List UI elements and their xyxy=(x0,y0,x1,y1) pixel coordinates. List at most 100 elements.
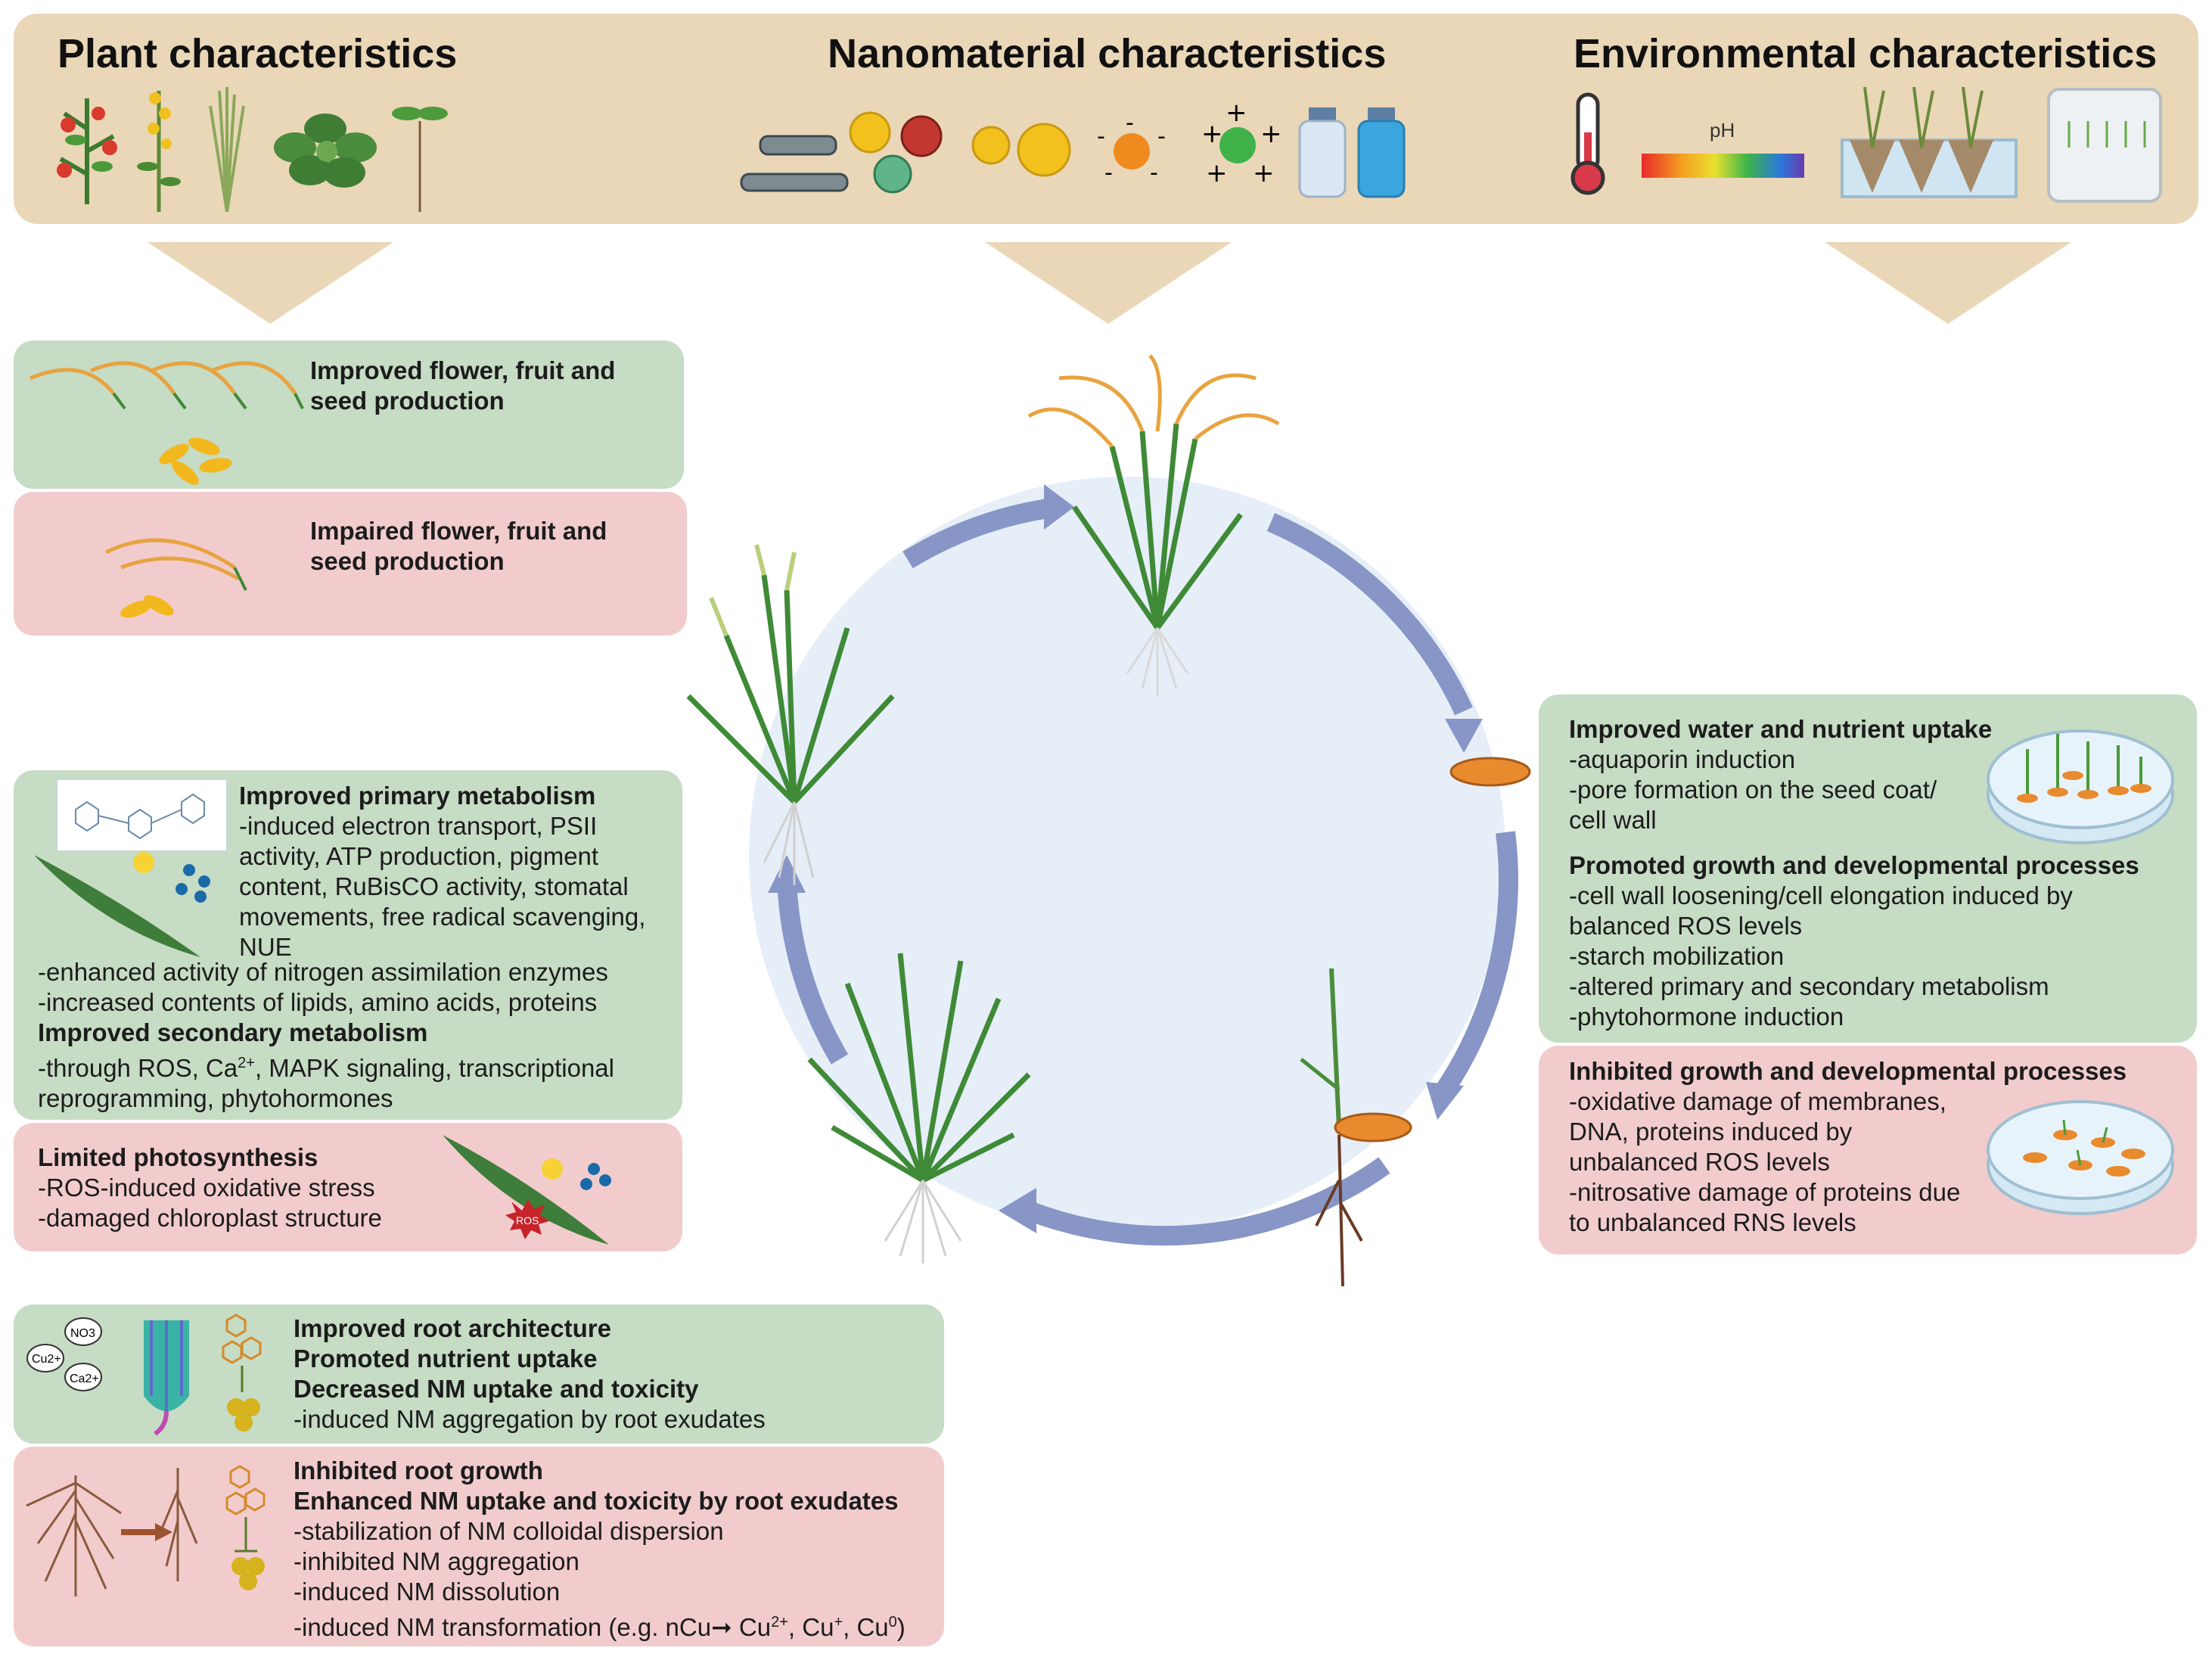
promoted-growth-line: -starch mobilization xyxy=(1569,942,1785,970)
damaged-leaf-icon: ROS xyxy=(443,1135,611,1245)
thermometer-icon xyxy=(1570,92,1605,195)
water-uptake-title: Improved water and nutrient uptake xyxy=(1569,715,1993,743)
tomato-plant-icon xyxy=(57,98,117,204)
root-architecture-title: Improved root architecture xyxy=(294,1314,611,1342)
healthy-roots-icon xyxy=(26,1475,122,1596)
primary-metabolism-line: NUE xyxy=(239,933,292,961)
inhibited-roots-icon xyxy=(157,1468,198,1581)
characteristics-banner xyxy=(14,14,2198,224)
svg-text:-: - xyxy=(1150,160,1158,186)
root-inhibited-panel xyxy=(14,1447,944,1646)
sun-icon xyxy=(542,1158,563,1180)
ph-label: pH xyxy=(1710,119,1735,141)
primary-metabolism-line: content, RuBisCO activity, stomatal xyxy=(239,872,629,900)
inhibited-root-title: Inhibited root growth xyxy=(294,1456,543,1484)
photosynthesis-title: Limited photosynthesis xyxy=(38,1143,318,1171)
svg-text:ROS: ROS xyxy=(516,1214,539,1226)
rosette-plant-icon xyxy=(274,113,377,188)
nutrient-uptake-title: Promoted nutrient uptake xyxy=(294,1345,598,1373)
svg-text:NO3: NO3 xyxy=(70,1327,95,1340)
potted-plants-icon xyxy=(1841,86,2018,198)
tillering-rice-plant-icon xyxy=(807,953,1031,1264)
svg-text:-: - xyxy=(1126,110,1134,136)
improved-flower-title: Improved flower, fruit and seed producti… xyxy=(310,356,616,415)
arrow-head-right xyxy=(1445,719,1483,753)
seedling-icon xyxy=(392,107,448,212)
secondary-metabolism-line: reprogramming, phytohormones xyxy=(38,1084,393,1112)
promoted-growth-title: Promoted growth and developmental proces… xyxy=(1569,851,2139,879)
life-cycle-diagram xyxy=(749,477,1518,1246)
svg-text:Cu2+: Cu2+ xyxy=(32,1353,61,1366)
environmental-characteristics-title: Environmental characteristics xyxy=(1574,31,2158,76)
promoted-growth-line: -cell wall loosening/cell elongation ind… xyxy=(1569,881,2073,909)
promoted-growth-line: balanced ROS levels xyxy=(1569,912,1803,940)
svg-text:+: + xyxy=(1226,98,1247,128)
inhibited-growth-line: to unbalanced RNS levels xyxy=(1569,1208,1856,1236)
primary-metabolism-line: -induced electron transport, PSII xyxy=(239,812,598,840)
nanomaterial-icons: - - - - - + + + + + xyxy=(740,98,1406,198)
svg-text:-: - xyxy=(1097,123,1105,150)
chemical-structures-icon xyxy=(56,779,228,852)
inhibited-growth-line: unbalanced ROS levels xyxy=(1569,1148,1830,1176)
germinating-seedling-icon xyxy=(1300,968,1412,1287)
impaired-flower-title: Impaired flower, fruit and seed producti… xyxy=(310,517,607,575)
svg-text:-: - xyxy=(1157,123,1166,150)
nanomaterial-characteristics-title: Nanomaterial characteristics xyxy=(828,31,1387,76)
primary-metabolism-line: activity, ATP production, pigment xyxy=(239,842,599,870)
promoted-growth-line: -phytohormone induction xyxy=(1569,1003,1844,1031)
root-comparison-icon xyxy=(26,1465,266,1596)
improved-flower-panel xyxy=(14,340,684,489)
arrow-head-top xyxy=(1044,484,1074,530)
bottle-icon xyxy=(1298,107,1347,198)
leaf-icon xyxy=(34,855,200,957)
leaf-chemistry-icon xyxy=(34,779,228,957)
carbon-nanotube-icon xyxy=(740,135,849,192)
inhibited-growth-line: DNA, proteins induced by xyxy=(1569,1118,1853,1146)
plant-characteristics-title: Plant characteristics xyxy=(57,31,458,76)
plant-icons xyxy=(57,87,448,213)
ph-scale-icon xyxy=(1642,154,1804,178)
svg-text:+: + xyxy=(1260,119,1282,149)
svg-text:-: - xyxy=(1104,160,1113,186)
promoted-growth-line: -altered primary and secondary metabolis… xyxy=(1569,972,2049,1000)
environment-down-arrow xyxy=(1825,242,2071,324)
drooping-panicle-icon xyxy=(104,538,247,618)
root-improved-line: -induced NM aggregation by root exudates xyxy=(294,1405,766,1433)
negative-charge-nanoparticle-icon: - - - - - xyxy=(1097,110,1166,186)
inhibited-growth-line: -nitrosative damage of proteins due xyxy=(1569,1178,1961,1206)
nitrogen-assimilation-line: -enhanced activity of nitrogen assimilat… xyxy=(38,958,608,986)
nm-transformation-line: -induced NM transformation (e.g. nCu➞ Cu… xyxy=(294,1613,906,1641)
ros-burst-icon xyxy=(505,1199,549,1239)
arrow-head-lower-right xyxy=(1426,1082,1464,1120)
svg-text:+: + xyxy=(1253,158,1275,188)
root-inhibited-line: -inhibited NM aggregation xyxy=(294,1547,579,1575)
small-nanoparticle-icon xyxy=(971,126,1011,165)
seedling-tray-icon xyxy=(2047,88,2162,203)
rice-seed-icon xyxy=(1449,757,1531,787)
primary-metabolism-line: movements, free radical scavenging, xyxy=(239,903,646,931)
photosynthesis-line: -damaged chloroplast structure xyxy=(38,1204,382,1232)
lipids-line: -increased contents of lipids, amino aci… xyxy=(38,988,598,1016)
root-inhibited-line: -stabilization of NM colloidal dispersio… xyxy=(294,1517,724,1545)
root-inhibited-line: -induced NM dissolution xyxy=(294,1578,561,1606)
polymer-nanoparticle-icon xyxy=(900,115,943,157)
cycle-circle xyxy=(749,477,1505,1233)
petri-dish-seeds-icon xyxy=(1987,1100,2174,1215)
gold-nanoparticle-icon xyxy=(849,111,891,154)
secondary-metabolism-line: -through ROS, Ca2+, MAPK signaling, tran… xyxy=(38,1054,614,1082)
mature-rice-plant-icon xyxy=(1027,354,1280,696)
arrow-icon xyxy=(155,1523,172,1541)
decreased-uptake-title: Decreased NM uptake and toxicity xyxy=(294,1375,699,1403)
svg-text:Ca2+: Ca2+ xyxy=(70,1373,99,1385)
arrow-head-bottom xyxy=(999,1188,1036,1233)
root-tip-icon: NO3 Cu2+ Ca2+ xyxy=(26,1313,262,1436)
plant-down-arrow xyxy=(148,242,393,324)
svg-text:+: + xyxy=(1206,158,1228,188)
porous-nanoparticle-icon xyxy=(873,154,912,194)
sun-icon xyxy=(133,852,154,873)
rapeseed-plant-icon xyxy=(137,91,181,212)
wheat-plant-icon xyxy=(209,87,245,213)
arrow-head-left xyxy=(768,855,806,893)
nanomaterial-down-arrow xyxy=(985,242,1232,324)
petri-dish-germinating-icon xyxy=(1987,729,2174,844)
